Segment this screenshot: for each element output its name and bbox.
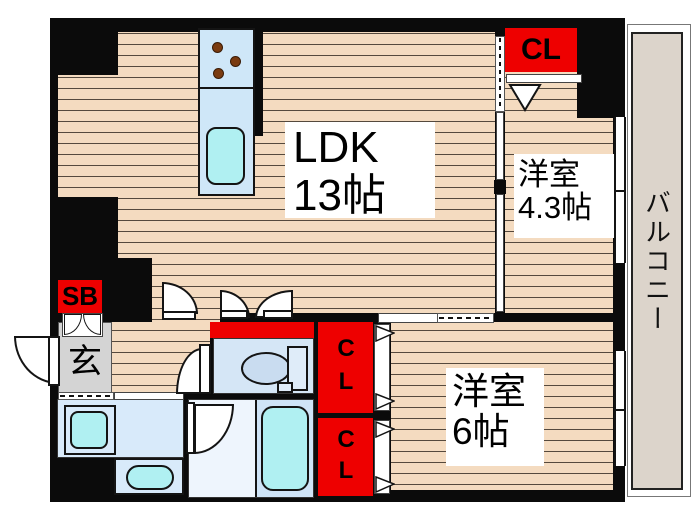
stove-burner-icon xyxy=(213,68,224,79)
toilet-tank xyxy=(287,346,308,391)
closet-door-strip-lower xyxy=(374,420,390,494)
closet-door-triangle-icon xyxy=(508,84,542,112)
sliding-door-strip xyxy=(378,313,438,323)
bathtub xyxy=(261,406,309,491)
hall-door-panel xyxy=(162,311,196,320)
window-bedroom6 xyxy=(614,351,626,466)
sliding-door-panel xyxy=(496,112,504,180)
sliding-door-panel xyxy=(496,194,504,312)
label-ldk-line2: 13帖 xyxy=(293,170,386,220)
balcony-label: バルコニー xyxy=(641,188,672,334)
floor-ldk-left xyxy=(58,75,118,197)
closet-shelf xyxy=(506,74,582,83)
label-bedroom43-line2: 4.3帖 xyxy=(518,190,593,226)
toilet-bowl xyxy=(241,352,291,385)
balcony-floor: バルコニー xyxy=(631,32,683,490)
toilet-door-panel xyxy=(199,344,211,394)
double-door-right-panel xyxy=(263,310,293,319)
label-bedroom6-line2: 6帖 xyxy=(452,410,510,452)
closet-cl-middle-label: CL xyxy=(332,334,360,401)
washing-machine-drum xyxy=(70,411,108,449)
closet-cl-top-label: CL xyxy=(521,33,561,66)
fold-door-triangle-icon xyxy=(375,325,395,342)
closet-door-strip-upper xyxy=(374,324,390,411)
fold-door-triangle-icon xyxy=(375,393,395,410)
washroom xyxy=(57,399,184,458)
shoe-box-label: SB xyxy=(61,281,99,311)
label-bedroom6: 洋室 6帖 xyxy=(446,368,544,466)
basin-bowl xyxy=(126,465,174,490)
bathtub-area xyxy=(255,400,313,497)
partition-rail-dashed xyxy=(495,36,505,112)
stove-top xyxy=(200,30,253,89)
cabinet-door-arc xyxy=(83,314,101,335)
wall-chunk-top-right xyxy=(577,18,625,118)
label-ldk-line1: LDK xyxy=(293,123,379,172)
label-bedroom43: 洋室 4.3帖 xyxy=(514,154,614,238)
washing-machine xyxy=(64,405,116,455)
kitchen-sink xyxy=(206,127,245,185)
stove-burner-icon xyxy=(230,56,241,67)
hall-step-strip xyxy=(114,392,184,400)
cabinet-door-arc xyxy=(64,314,82,335)
sliding-door-strip-dashed xyxy=(437,313,494,323)
wall-kitchen-side xyxy=(255,28,263,136)
basin-counter xyxy=(114,458,184,495)
closet-cl-middle: CL xyxy=(318,322,373,413)
fold-door-triangle-icon xyxy=(375,476,395,493)
kitchen-counter xyxy=(198,28,255,196)
closet-cl-bottom-label: CL xyxy=(332,426,360,488)
fold-door-triangle-icon xyxy=(375,421,395,438)
shoe-box-cabinet xyxy=(62,313,103,337)
label-bedroom6-line1: 洋室 xyxy=(452,371,526,412)
closet-cl-bottom: CL xyxy=(318,418,373,496)
stove-burner-icon xyxy=(212,42,223,53)
partition-post xyxy=(494,180,506,194)
entrance-label: 玄 xyxy=(68,343,102,381)
toilet-room xyxy=(213,338,314,394)
toilet-step xyxy=(277,382,293,393)
double-door-left-panel xyxy=(220,310,248,319)
label-ldk: LDK 13帖 xyxy=(285,122,435,220)
closet-cl-top: CL xyxy=(505,28,577,72)
storage-red-band xyxy=(210,322,314,338)
balcony: バルコニー xyxy=(627,24,691,497)
window-bedroom43 xyxy=(614,117,626,263)
entrance-door-panel xyxy=(48,336,60,386)
label-bedroom43-line1: 洋室 xyxy=(518,157,580,192)
shoe-box: SB xyxy=(58,280,102,313)
entrance-step-line xyxy=(58,392,114,400)
